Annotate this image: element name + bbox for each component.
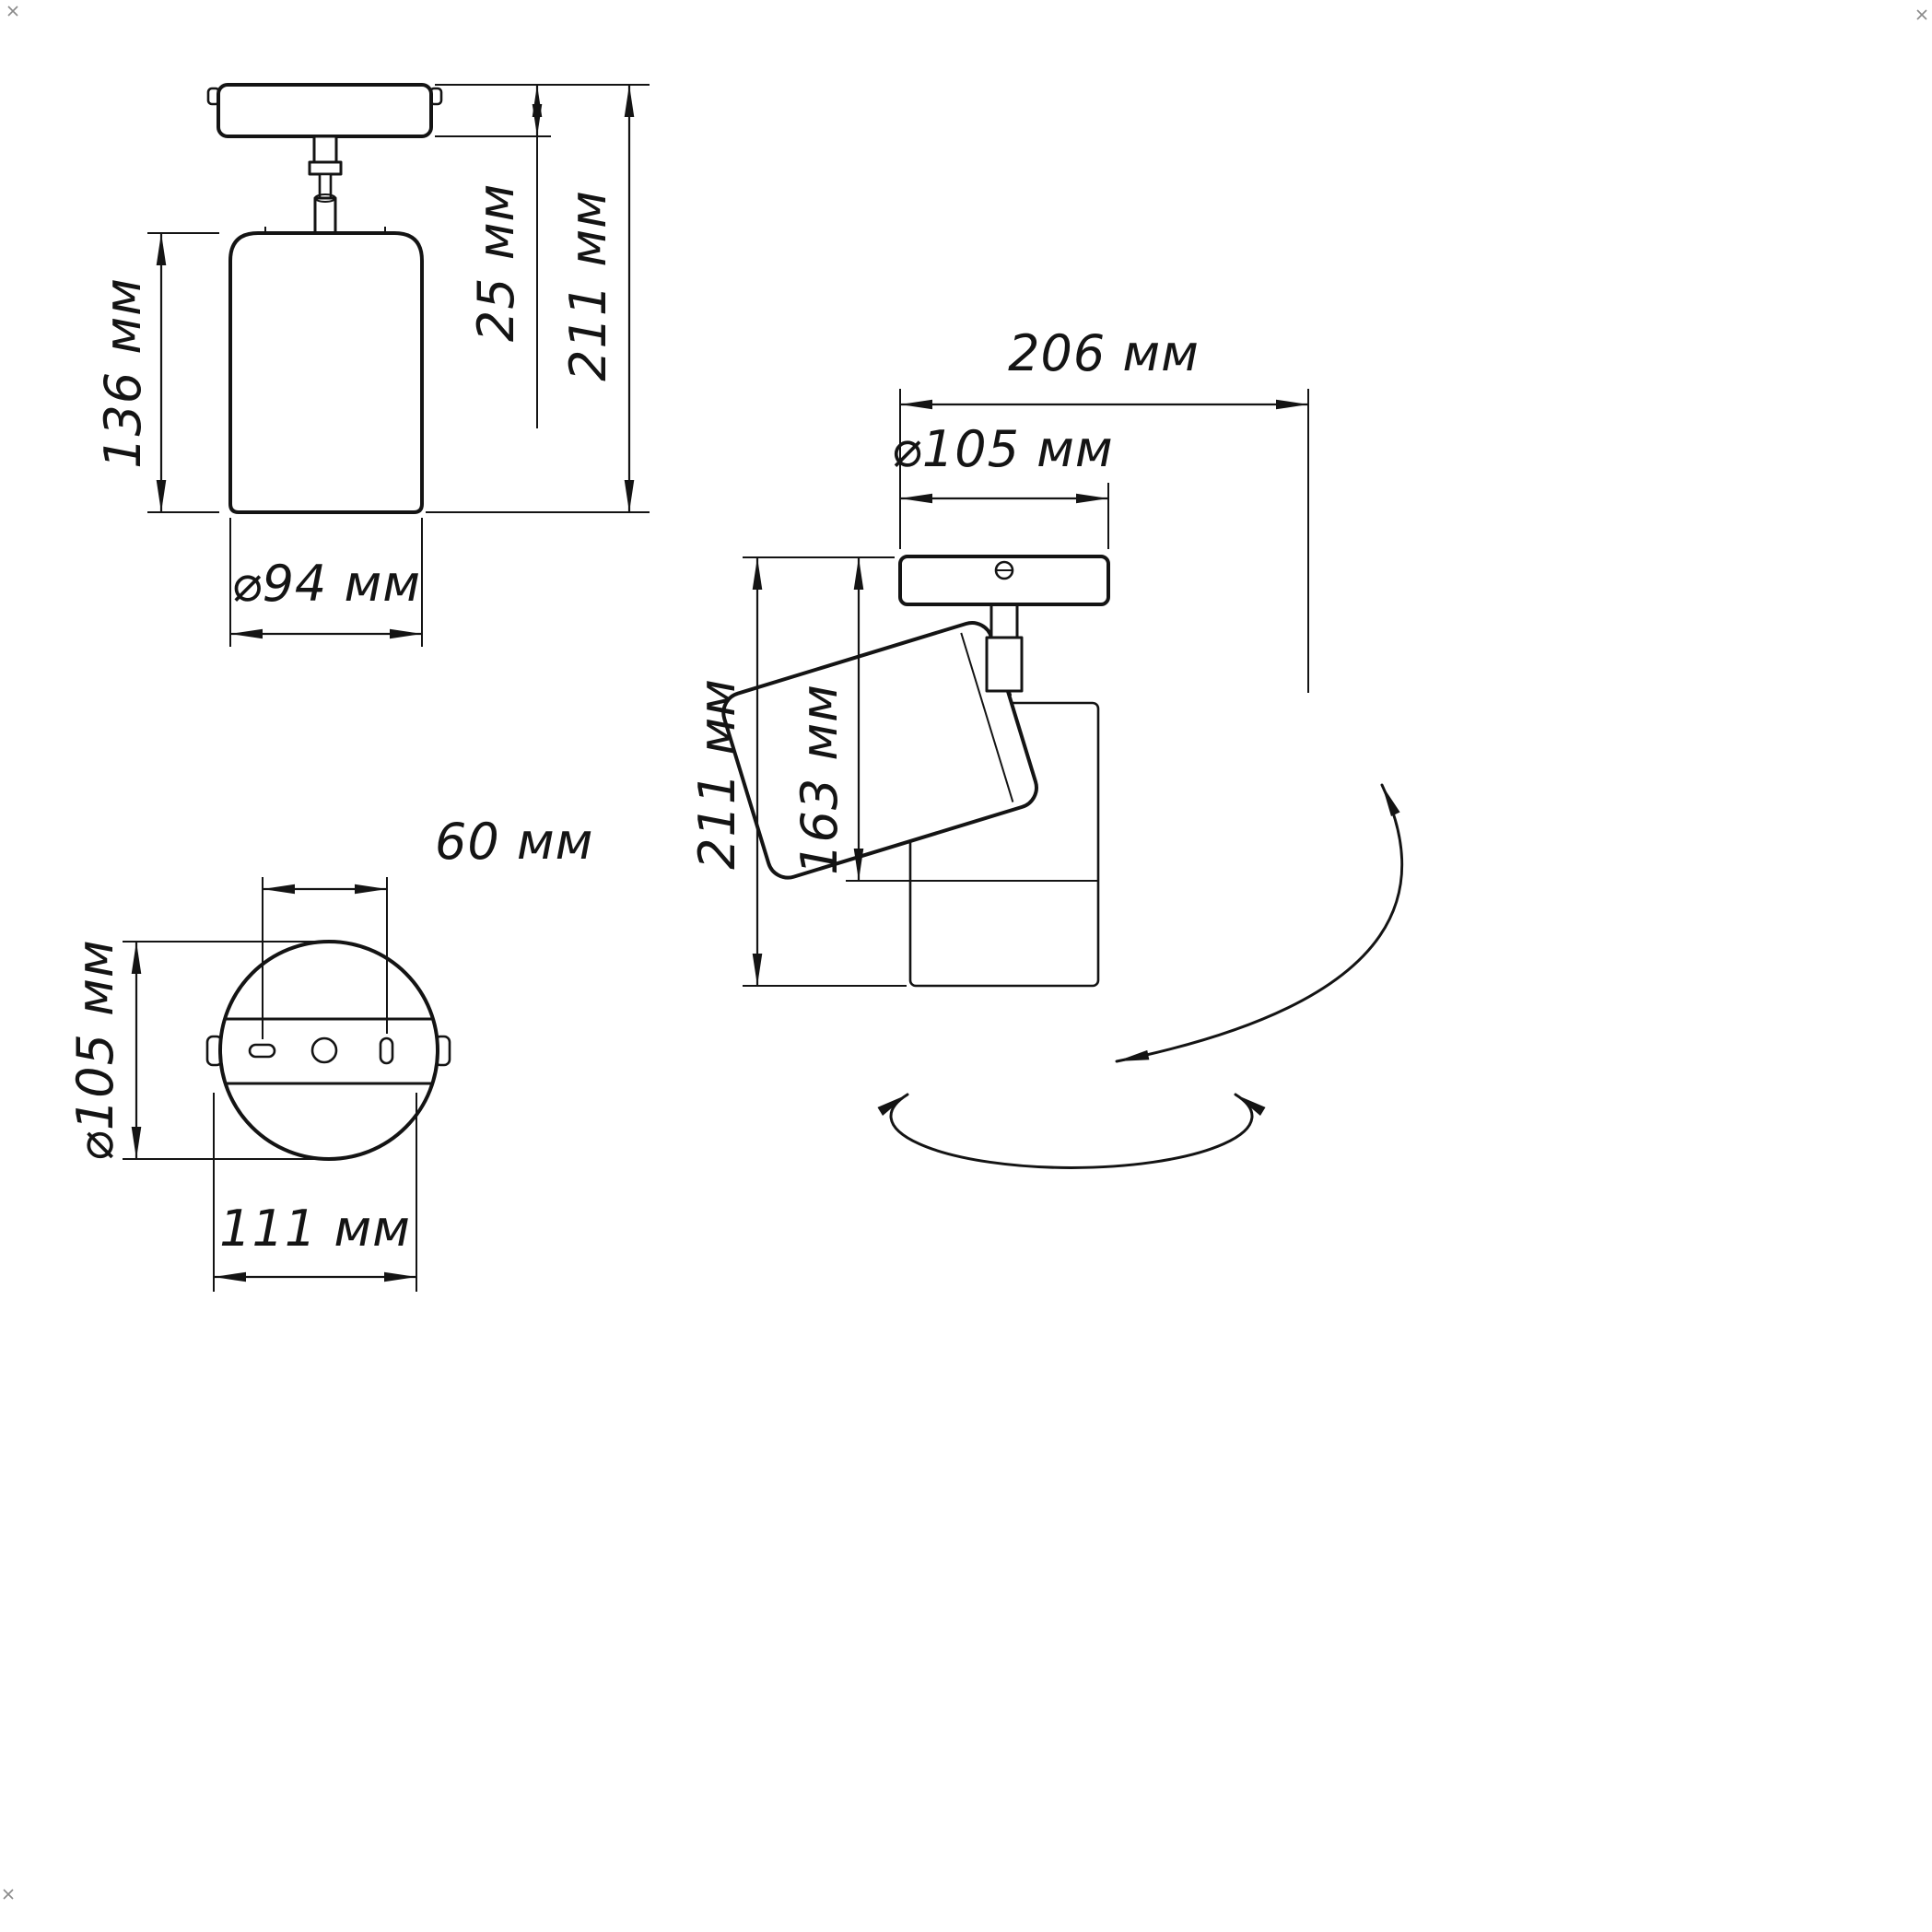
rotation-arrow	[877, 1093, 1266, 1169]
bottom-view: 60 мм ⌀105 мм 111 мм	[66, 813, 593, 1292]
dim-label-plate-height: 25 мм	[467, 183, 525, 342]
pivot-rod	[318, 172, 333, 202]
print-mark	[1916, 9, 1927, 20]
ceiling-plate	[898, 555, 1110, 606]
stem	[312, 135, 338, 166]
dim-label-bracket-width: 111 мм	[219, 1200, 411, 1258]
tilted-view: 206 мм ⌀105 мм 211 мм 163 мм	[688, 324, 1404, 1169]
print-mark	[3, 1889, 14, 1900]
stem	[989, 603, 1019, 639]
ceiling-plate	[217, 83, 433, 138]
shade-neck	[313, 196, 337, 235]
stem-collar	[308, 160, 343, 176]
dim-label-total-height: 211 мм	[688, 678, 746, 870]
dim-label-shade-diameter: ⌀94 мм	[231, 555, 421, 613]
tilt-arrow	[1115, 783, 1404, 1063]
dim-label-total-height: 211 мм	[559, 190, 617, 381]
dim-label-overall-width: 206 мм	[1008, 324, 1200, 382]
dim-label-hole-spacing: 60 мм	[435, 813, 593, 871]
pivot-bracket	[985, 636, 1024, 693]
dim-label-plate-diameter: ⌀105 мм	[891, 420, 1113, 478]
dim-label-base-diameter: ⌀105 мм	[66, 939, 124, 1161]
front-view: 136 мм 25 мм 211 мм ⌀94 мм	[94, 83, 650, 647]
print-mark	[7, 6, 18, 17]
mount-slot-vertical	[379, 1036, 394, 1065]
cable-hole	[310, 1036, 338, 1064]
lamp-shade-tilted	[721, 621, 1038, 880]
mount-slot-horizontal	[248, 1043, 276, 1059]
shade-neck-top	[314, 193, 336, 203]
shade-rim-line	[960, 632, 1014, 802]
dim-label-tilted-height: 163 мм	[790, 684, 849, 875]
dim-label-shade-height: 136 мм	[94, 277, 152, 469]
lamp-shade	[228, 231, 424, 514]
